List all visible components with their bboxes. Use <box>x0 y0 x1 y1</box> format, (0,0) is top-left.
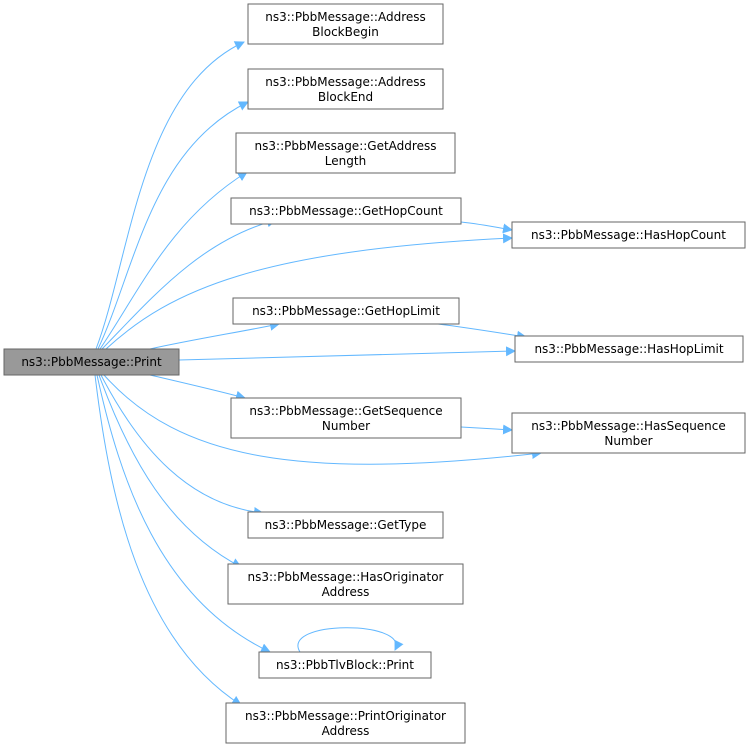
node-label-line2: BlockEnd <box>318 90 373 104</box>
edge-get-hop-limit-to-has-hop-limit <box>437 323 527 341</box>
edge-tlv-block-print-self-loop <box>297 627 404 653</box>
node-label-line2: BlockBegin <box>312 25 379 39</box>
node-label-line1: ns3::PbbMessage::Address <box>265 10 426 24</box>
node-print-originator-address[interactable]: ns3::PbbMessage::PrintOriginator Address <box>225 702 466 744</box>
edge-print-to-get-type <box>100 374 264 517</box>
edge-print-to-has-originator-address <box>98 374 242 568</box>
node-label-line2: Address <box>322 585 370 599</box>
node-label-line2: Number <box>604 434 652 448</box>
edge-print-to-has-hop-limit <box>178 346 516 361</box>
edge-print-to-get-hop-limit <box>149 320 280 350</box>
edge-get-sequence-number-to-has-sequence-number <box>460 424 513 435</box>
node-label: ns3::PbbMessage::GetType <box>265 518 427 532</box>
edge-print-to-address-block-begin <box>95 41 245 350</box>
node-label-line2: Address <box>322 724 370 738</box>
edge-print-to-get-hop-count <box>101 217 277 350</box>
node-label-line1: ns3::PbbMessage::HasSequence <box>531 419 726 433</box>
edge-print-to-get-sequence-number <box>149 374 246 401</box>
edge-get-hop-count-to-has-hop-count <box>460 221 513 234</box>
node-label-line1: ns3::PbbMessage::Address <box>265 75 426 89</box>
node-label-line1: ns3::PbbMessage::GetSequence <box>249 404 442 418</box>
node-get-address-length[interactable]: ns3::PbbMessage::GetAddress Length <box>235 132 456 174</box>
node-label-line2: Length <box>325 154 366 168</box>
node-label: ns3::PbbMessage::HasHopLimit <box>534 342 723 356</box>
node-address-block-end[interactable]: ns3::PbbMessage::Address BlockEnd <box>247 68 444 110</box>
edge-print-to-get-address-length <box>99 171 248 350</box>
node-get-hop-limit[interactable]: ns3::PbbMessage::GetHopLimit <box>232 297 460 325</box>
node-label: ns3::PbbMessage::HasHopCount <box>531 228 726 242</box>
node-has-hop-count[interactable]: ns3::PbbMessage::HasHopCount <box>511 221 746 249</box>
node-pbb-message-print[interactable]: ns3::PbbMessage::Print <box>3 348 180 376</box>
node-label-line1: ns3::PbbMessage::PrintOriginator <box>245 709 446 723</box>
node-get-type[interactable]: ns3::PbbMessage::GetType <box>247 511 444 539</box>
node-label-line1: ns3::PbbMessage::HasOriginator <box>248 570 444 584</box>
node-address-block-begin[interactable]: ns3::PbbMessage::Address BlockBegin <box>247 3 444 45</box>
node-has-hop-limit[interactable]: ns3::PbbMessage::HasHopLimit <box>514 335 744 363</box>
node-has-sequence-number[interactable]: ns3::PbbMessage::HasSequence Number <box>511 412 746 454</box>
node-has-originator-address[interactable]: ns3::PbbMessage::HasOriginator Address <box>227 563 464 605</box>
node-label: ns3::PbbMessage::Print <box>21 355 162 369</box>
edge-print-to-has-hop-count <box>105 233 513 350</box>
edges <box>94 41 542 706</box>
node-get-hop-count[interactable]: ns3::PbbMessage::GetHopCount <box>230 197 462 225</box>
node-label-line2: Number <box>322 419 370 433</box>
edge-print-to-has-sequence-number <box>103 374 542 465</box>
edge-print-to-print-originator-address <box>94 374 242 706</box>
edge-print-to-address-block-end <box>97 101 249 350</box>
node-label-line1: ns3::PbbMessage::GetAddress <box>255 139 437 153</box>
nodes: ns3::PbbMessage::Print ns3::PbbMessage::… <box>3 3 746 744</box>
node-label: ns3::PbbMessage::GetHopCount <box>249 204 443 218</box>
node-get-sequence-number[interactable]: ns3::PbbMessage::GetSequence Number <box>230 397 462 439</box>
edge-print-to-tlv-block-print <box>96 374 271 653</box>
node-label: ns3::PbbMessage::GetHopLimit <box>252 304 440 318</box>
node-label: ns3::PbbTlvBlock::Print <box>276 658 414 672</box>
node-tlv-block-print[interactable]: ns3::PbbTlvBlock::Print <box>258 651 432 679</box>
